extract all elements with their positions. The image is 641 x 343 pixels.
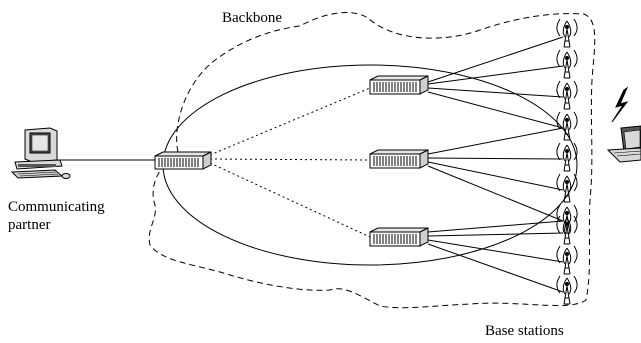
base-station-icon xyxy=(556,275,578,305)
base-station-icon xyxy=(556,245,578,275)
central-switch xyxy=(154,151,212,170)
access-links xyxy=(427,36,564,293)
base-station-icon xyxy=(556,18,578,48)
laptop-icon xyxy=(606,125,641,163)
computer-icon xyxy=(10,127,71,179)
base-station-icon xyxy=(556,80,578,110)
switch-middle xyxy=(369,149,429,169)
switch-bottom xyxy=(369,227,429,247)
lightning-icon xyxy=(611,86,629,123)
partner-label-line2: partner xyxy=(8,217,51,233)
base-station-icon xyxy=(556,49,578,79)
backbone-label: Backbone xyxy=(222,10,282,26)
base-station-icon xyxy=(556,173,578,203)
backbone-cloud xyxy=(148,12,596,309)
backbone-links xyxy=(209,87,371,238)
switch-top xyxy=(369,75,429,95)
partner-label-line1: Communicating xyxy=(8,199,105,215)
base-stations-label: Base stations xyxy=(485,323,564,339)
